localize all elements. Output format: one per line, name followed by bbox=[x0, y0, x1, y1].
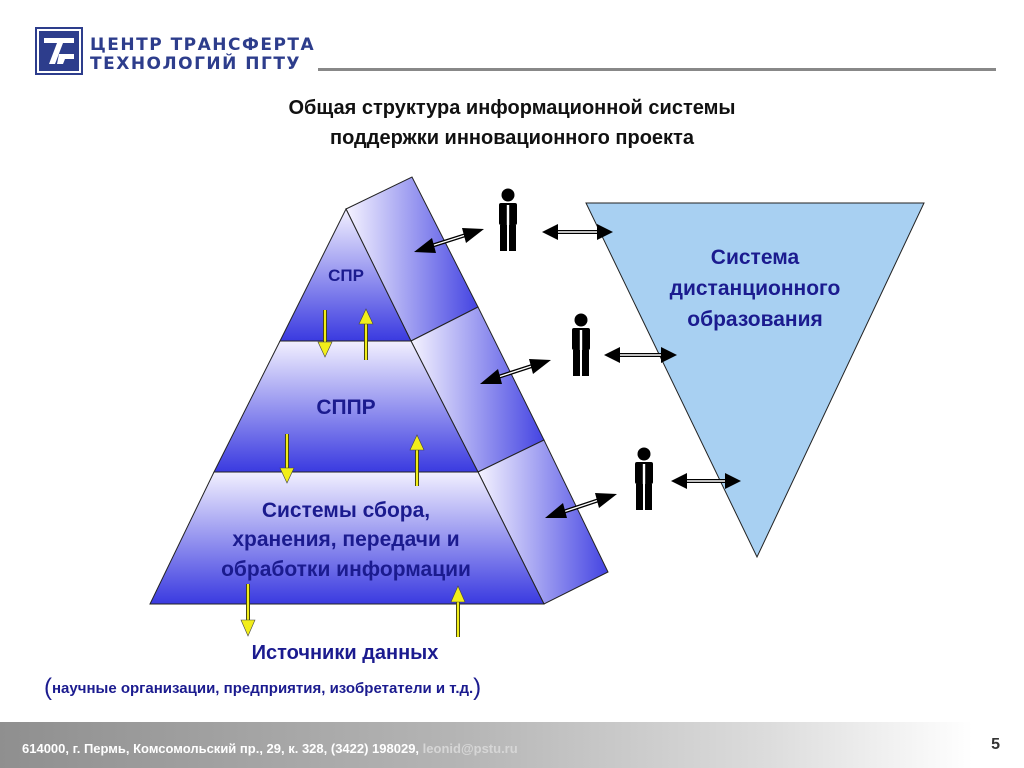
flow-arrow-icon bbox=[409, 434, 425, 486]
flow-arrow-icon bbox=[279, 434, 295, 484]
distance-education-label-3: образования bbox=[687, 308, 822, 331]
slide-title-line2: поддержки инновационного проекта bbox=[330, 127, 694, 149]
footer-bar bbox=[0, 722, 1024, 768]
page-number: 5 bbox=[991, 736, 1000, 753]
footer-email: leonid@pstu.ru bbox=[422, 741, 518, 756]
footer-address: 614000, г. Пермь, Комсомольский пр., 29,… bbox=[22, 741, 420, 756]
person-icon bbox=[635, 447, 653, 510]
double-arrow-icon bbox=[545, 493, 617, 518]
data-sources-title: Источники данных bbox=[251, 642, 439, 664]
distance-education-triangle bbox=[585, 202, 925, 559]
org-name-line1: ЦЕНТР ТРАНСФЕРТА bbox=[90, 35, 316, 55]
header-divider bbox=[318, 68, 996, 71]
data-sources-subtitle: (научные организации, предприятия, изобр… bbox=[44, 674, 481, 703]
footer-contact: 614000, г. Пермь, Комсомольский пр., 29,… bbox=[22, 740, 518, 758]
distance-education-label-2: дистанционного bbox=[670, 277, 841, 300]
double-arrow-icon bbox=[671, 473, 741, 489]
data-sources-examples: научные организации, предприятия, изобре… bbox=[52, 680, 474, 697]
sppr-label: СППР bbox=[316, 396, 375, 419]
collection-systems-label-2: хранения, передачи и bbox=[232, 528, 459, 551]
slide-title-line1: Общая структура информационной системы bbox=[288, 97, 736, 119]
person-icon bbox=[499, 188, 517, 251]
flow-arrow-icon bbox=[240, 584, 256, 637]
double-arrow-icon bbox=[542, 224, 613, 240]
flow-arrow-icon bbox=[358, 308, 374, 360]
person-icon bbox=[572, 313, 590, 376]
collection-systems-label-1: Системы сбора, bbox=[262, 499, 430, 522]
flow-arrow-icon bbox=[450, 585, 466, 637]
double-arrow-icon bbox=[480, 359, 551, 384]
collection-systems-label-3: обработки информации bbox=[221, 558, 471, 581]
paren-open: ( bbox=[44, 674, 52, 701]
paren-close: ) bbox=[473, 674, 482, 701]
flow-arrow-icon bbox=[317, 310, 333, 358]
double-arrow-icon bbox=[604, 347, 677, 363]
spr-label: СПР bbox=[328, 266, 364, 285]
distance-education-label-1: Система bbox=[711, 246, 800, 269]
org-name-line2: ТЕХНОЛОГИЙ ПГТУ bbox=[90, 54, 302, 74]
logo-icon bbox=[35, 27, 83, 75]
pyramid-tier-bottom bbox=[149, 471, 545, 605]
double-arrow-icon bbox=[414, 228, 484, 253]
